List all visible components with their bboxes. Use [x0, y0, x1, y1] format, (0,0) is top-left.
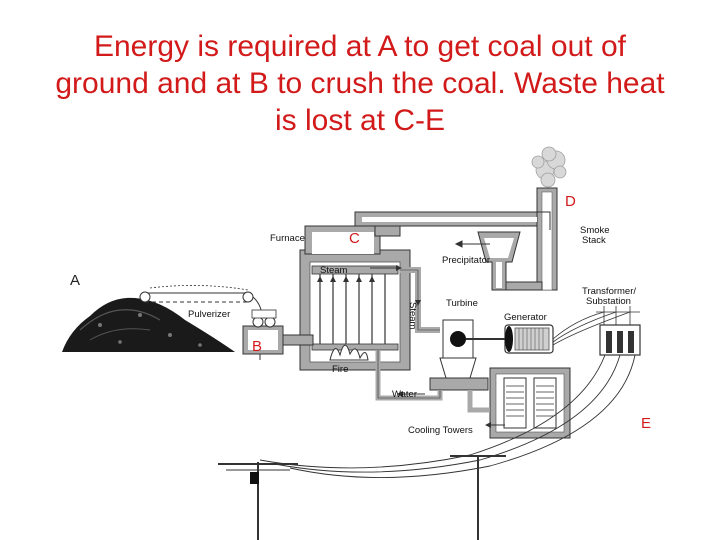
coal-feed-pipe — [259, 334, 314, 360]
label-smoke-stack-2: Stack — [582, 235, 606, 246]
flue-duct — [354, 211, 551, 230]
label-fire: Fire — [332, 364, 348, 375]
label-smoke-stack-1: Smoke — [580, 225, 610, 236]
generator-icon — [504, 324, 554, 354]
cooling-towers-icon — [489, 367, 571, 439]
pulverizer — [242, 309, 284, 355]
smoke-plume-icon — [531, 146, 567, 188]
label-furnace: Furnace — [270, 233, 305, 244]
slide-title: Energy is required at A to get coal out … — [20, 28, 700, 139]
marker-e: E — [641, 415, 651, 432]
furnace-boiler — [299, 225, 411, 371]
title-line-3: is lost at C-E — [274, 104, 446, 137]
label-water: Water — [392, 389, 417, 400]
marker-b: B — [252, 338, 262, 355]
smoke-stack — [536, 187, 558, 291]
label-transformer-2: Substation — [586, 296, 631, 307]
label-precipitator: Precipitator — [442, 255, 490, 266]
transformer-substation-icon — [552, 306, 641, 356]
title-line-1: Energy is required at A to get coal out … — [93, 30, 626, 63]
marker-a: A — [70, 272, 80, 289]
label-transformer-1: Transformer/ — [582, 286, 636, 297]
marker-d: D — [565, 193, 576, 210]
label-turbine: Turbine — [446, 298, 478, 309]
label-steam-side: Steam — [407, 302, 418, 330]
title-line-2: ground and at B to crush the coal. Waste… — [55, 67, 665, 100]
label-cooling-towers: Cooling Towers — [408, 425, 473, 436]
label-steam-top: Steam — [320, 265, 348, 276]
water-pipe — [375, 350, 505, 428]
label-generator: Generator — [504, 312, 547, 323]
precipitator-arrow — [454, 240, 490, 248]
coal-pile-icon — [62, 297, 235, 352]
steam-pipe — [370, 265, 440, 333]
turbine-icon — [442, 319, 505, 359]
condenser — [429, 357, 489, 391]
fire-icon — [329, 344, 369, 361]
label-pulverizer: Pulverizer — [188, 309, 230, 320]
utility-pole-icon — [218, 455, 506, 540]
precipitator — [477, 231, 543, 291]
marker-c: C — [349, 230, 360, 247]
